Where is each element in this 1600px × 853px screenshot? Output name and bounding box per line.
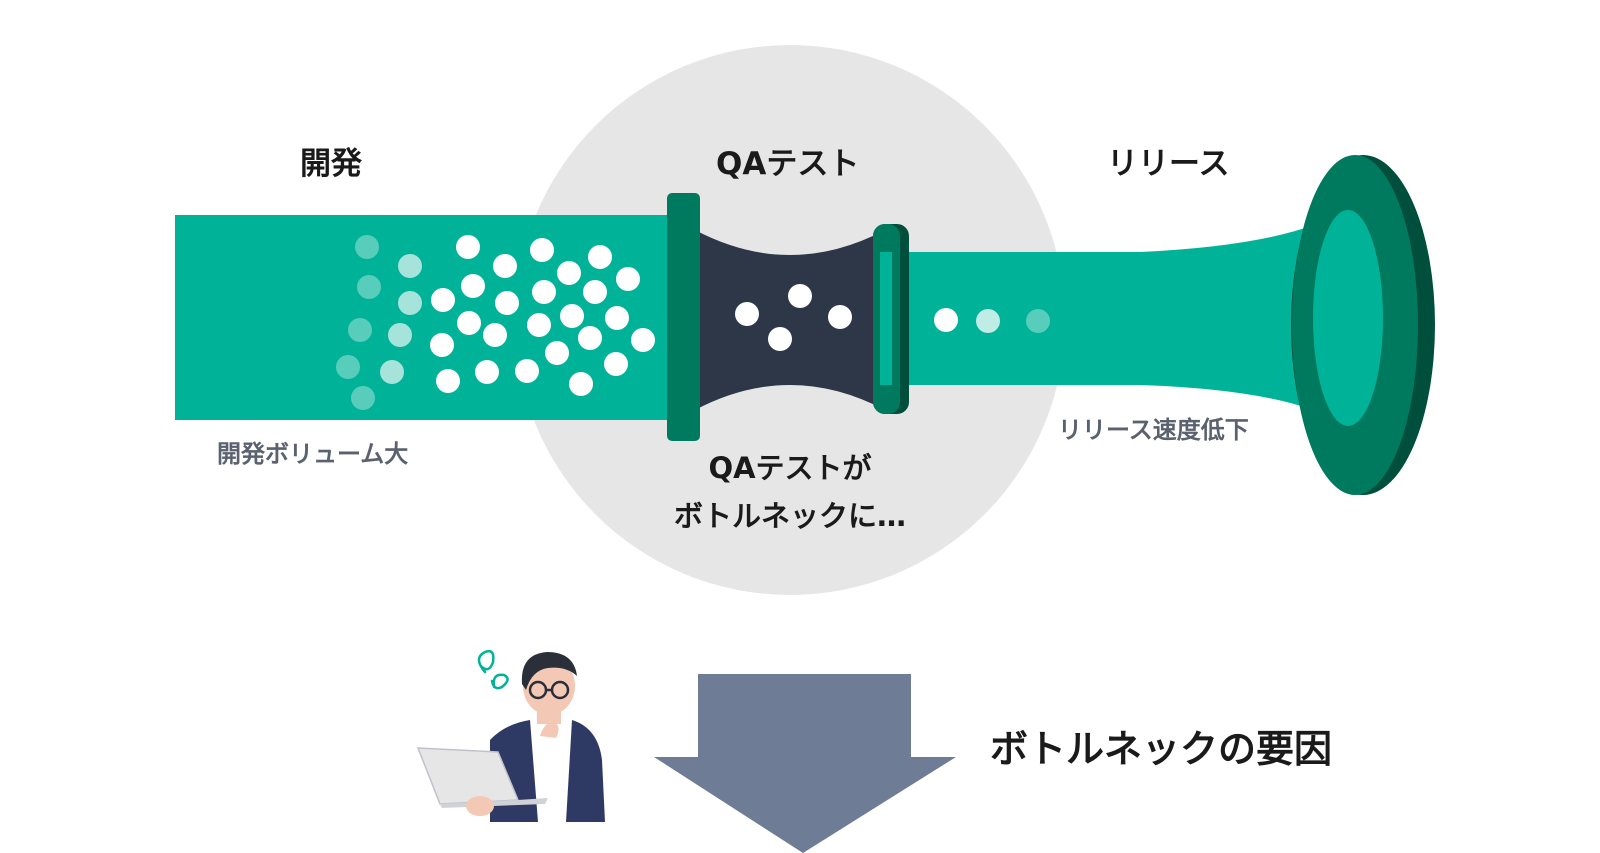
- qa-neck: [695, 230, 885, 410]
- bottleneck-caption-line1: QAテストが: [708, 451, 872, 485]
- confused-person-with-laptop-icon: [416, 649, 605, 822]
- release-slow-note: リリース速度低下: [1058, 416, 1249, 444]
- bottleneck-cause-heading: ボトルネックの要因: [990, 727, 1333, 771]
- release-pipe: [900, 210, 1345, 425]
- release-particles: [934, 308, 1050, 333]
- bottleneck-caption: QAテストが ボトルネックに…: [640, 444, 940, 540]
- bottleneck-caption-line2: ボトルネックに…: [673, 499, 906, 533]
- dev-volume-note: 開発ボリューム大: [217, 440, 409, 468]
- qa-left-flange: [667, 193, 700, 441]
- qa-particles: [735, 284, 852, 351]
- stage-label-qa: QAテスト: [716, 146, 860, 182]
- stage-label-release: リリース: [1107, 146, 1230, 182]
- down-arrow-icon: [654, 674, 956, 853]
- dev-particles: [336, 235, 655, 410]
- stage-label-dev: 開発: [300, 146, 362, 182]
